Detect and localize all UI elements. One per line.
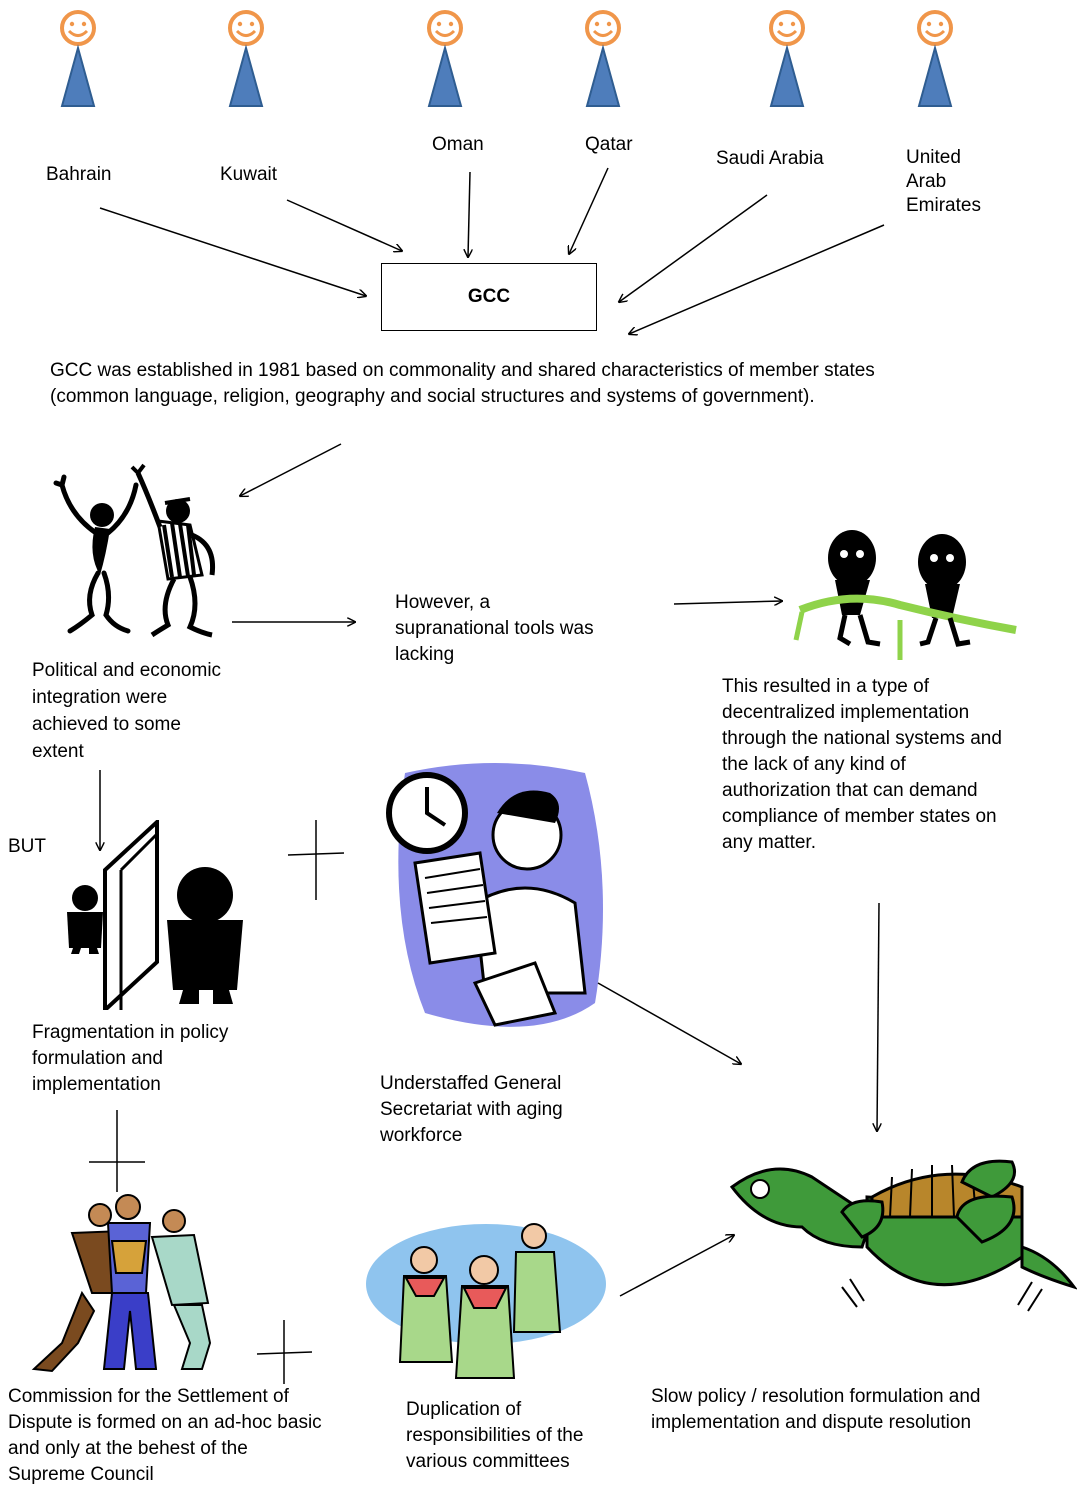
but-text: BUT [8,836,46,857]
establishment-text: GCC was established in 1981 based on com… [50,360,875,407]
member-label-bahrain: Bahrain [46,164,112,185]
ribbon-figures-clipart [793,530,1017,660]
member-label-saudi-arabia: Saudi Arabia [716,148,824,169]
arrow-secretariat-to-slow [597,982,741,1064]
gcc-box: GCC [381,263,597,331]
duplication-text: Duplication of responsibilities of the v… [406,1399,584,1472]
member-label-oman: Oman [432,134,484,155]
duplicated-figures-clipart [366,1223,606,1379]
brawl-figures-clipart [31,1194,212,1373]
arrow-uae-to-gcc [629,224,885,334]
member-label-qatar: Qatar [585,134,633,155]
member-figure-bahrain [60,10,96,107]
arrow-duplication-to-slow [619,1235,734,1297]
arrow-bahrain-to-gcc [99,207,366,296]
arrow-oman-to-gcc [468,171,470,257]
cross-line-horizontal-3 [256,1351,313,1355]
member-label-kuwait: Kuwait [220,164,278,185]
arrow-kuwait-to-gcc [286,199,402,251]
gcc-label: GCC [467,286,511,307]
member-label-uae: United Arab Emirates [906,147,981,216]
decentralized-text: This resulted in a type of decentralized… [722,676,1002,853]
member-figure-qatar [585,10,621,107]
commission-text: Commission for the Settlement of Dispute… [8,1386,322,1485]
arrow-supranational-to-decentralized [673,601,782,604]
arrow-saudi-to-gcc [619,194,768,302]
cross-line-horizontal-1 [287,852,345,856]
upside-down-turtle-clipart [729,1159,1077,1312]
clerk-clipart [386,763,603,1027]
arrow-establishment-to-integration [240,443,342,496]
slow-resolution-text: Slow policy / resolution formulation and… [651,1386,981,1433]
arrow-decentralized-to-slow [877,902,879,1131]
member-figure-saudi-arabia [769,10,805,107]
secretariat-text: Understaffed General Secretariat with ag… [380,1073,563,1146]
fragmentation-text: Fragmentation in policy formulation and … [32,1022,229,1095]
supranational-text: However, a supranational tools was lacki… [395,592,594,665]
member-figure-oman [427,10,463,107]
member-figure-kuwait [228,10,264,107]
arrow-qatar-to-gcc [569,167,609,254]
wall-figures-clipart [67,820,243,1010]
integration-text: Political and economic integration were … [32,660,222,762]
dancing-figures-clipart [53,463,216,638]
member-figure-uae [917,10,953,107]
